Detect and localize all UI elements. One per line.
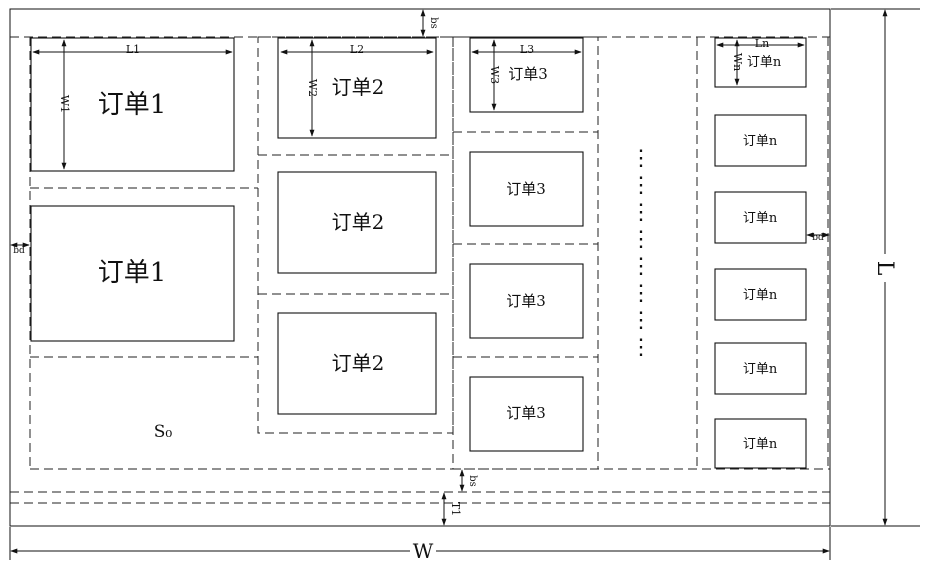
ordern-label: 订单n	[747, 55, 782, 70]
wn-label: Wn	[731, 53, 744, 71]
order1-label: 订单1	[98, 258, 167, 288]
ellipsis-glyph: ⋮	[630, 146, 652, 171]
order2-label: 订单2	[332, 351, 385, 375]
order3-label: 订单3	[506, 180, 546, 198]
w-label: W	[413, 539, 434, 563]
l-label: L	[872, 261, 897, 276]
ordern-label: 订单n	[743, 362, 778, 377]
ellipsis-glyph: ⋮	[630, 308, 652, 333]
l3-label: L3	[520, 43, 534, 56]
ellipsis-glyph: ⋮	[630, 281, 652, 306]
order3-label: 订单3	[508, 65, 548, 83]
t1-label: T1	[449, 502, 462, 516]
ellipsis-glyph: ⋮	[630, 227, 652, 252]
order3-label: 订单3	[506, 292, 546, 310]
ordern-label: 订单n	[743, 211, 778, 226]
ellipsis-glyph: ⋮	[630, 335, 652, 360]
order1-label: 订单1	[98, 90, 167, 120]
remaining-area-label: S₀	[154, 422, 173, 442]
l2-label: L2	[350, 43, 364, 56]
w2-label: W2	[306, 79, 319, 97]
ellipsis-column: ⋮ ⋮ ⋮ ⋮ ⋮ ⋮ ⋮ ⋮	[630, 146, 652, 360]
ln-label: Ln	[755, 37, 769, 50]
ellipsis-glyph: ⋮	[630, 173, 652, 198]
bs-top-label: bs	[428, 17, 439, 29]
order3-label: 订单3	[506, 404, 546, 422]
w1-label: W1	[58, 95, 71, 113]
ordern-label: 订单n	[743, 288, 778, 303]
order2-label: 订单2	[332, 75, 385, 99]
ellipsis-glyph: ⋮	[630, 254, 652, 279]
ellipsis-glyph: ⋮	[630, 200, 652, 225]
ordern-label: 订单n	[743, 134, 778, 149]
w3-label: W3	[488, 66, 501, 84]
bd-left-label: bd	[13, 246, 25, 256]
order2-label: 订单2	[332, 210, 385, 234]
bs-bottom-label: bs	[467, 475, 478, 487]
ordern-label: 订单n	[743, 437, 778, 452]
l1-label: L1	[126, 43, 140, 56]
bd-right-label: bd	[812, 233, 824, 243]
